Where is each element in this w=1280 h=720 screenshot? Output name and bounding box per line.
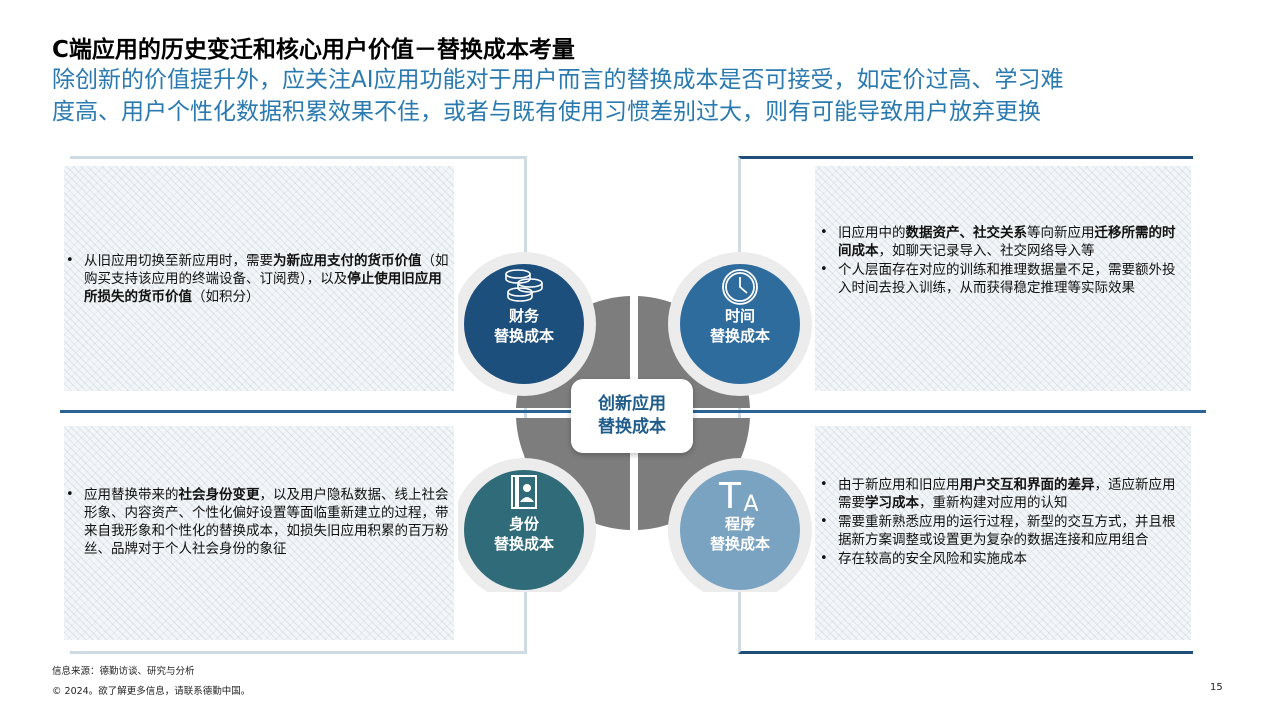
page-number: 15 [1210, 682, 1223, 693]
bullet-item: 个人层面存在对应的训练和推理数据量不足，需要额外投入时间去投入训练，从而获得稳定… [818, 261, 1180, 297]
bullet-item: 需要重新熟悉应用的运行过程，新型的交互方式，并且根据新方案调整或设置更为复杂的数… [818, 513, 1182, 549]
text-segment: ，如聊天记录导入、社交网络导入等 [878, 243, 1095, 259]
bullet-item: 应用替换带来的社会身份变更，以及用户隐私数据、线上社会形象、内容资产、个性化偏好… [64, 486, 450, 558]
bold-segment: 学习成本 [865, 495, 919, 511]
label-procedure-line2: 替换成本 [709, 535, 770, 553]
financial-text: 从旧应用切换至新应用时，需要为新应用支付的货币价值（如购买支持该应用的终端设备、… [64, 252, 450, 307]
identity-bullets: 应用替换带来的社会身份变更，以及用户隐私数据、线上社会形象、内容资产、个性化偏好… [64, 486, 450, 558]
label-financial-line2: 替换成本 [493, 327, 554, 345]
label-time-line1: 时间 [724, 307, 755, 325]
circle-time [680, 264, 800, 384]
bold-segment: 迁移所需的时间成本 [838, 225, 1176, 259]
coins-icon [505, 269, 543, 302]
label-identity: 身份 替换成本 [469, 514, 579, 554]
text-segment: 旧应用中的 [838, 225, 906, 241]
bullet-item: 由于新应用和旧应用用户交互和界面的差异，适应新应用需要学习成本，重新构建对应用的… [818, 476, 1182, 512]
identity-text: 应用替换带来的社会身份变更，以及用户隐私数据、线上社会形象、内容资产、个性化偏好… [64, 486, 450, 559]
page-title: C端应用的历史变迁和核心用户价值－替换成本考量 [52, 37, 575, 63]
text-segment: 需要重新熟悉应用的运行过程，新型的交互方式，并且根据新方案调整或设置更为复杂的数… [838, 514, 1176, 548]
text-segment: 从旧应用切换至新应用时，需要 [84, 253, 273, 269]
text-segment: 应用替换带来的 [84, 487, 179, 503]
circle-financial [464, 264, 584, 384]
clock-icon [722, 269, 758, 305]
label-time: 时间 替换成本 [685, 306, 795, 346]
bullet-item: 从旧应用切换至新应用时，需要为新应用支付的货币价值（如购买支持该应用的终端设备、… [64, 252, 450, 306]
text-segment: 存在较高的安全风险和实施成本 [838, 551, 1027, 567]
page-subtitle: 除创新的价值提升外，应关注AI应用功能对于用户而言的替换成本是否可接受，如定价过… [52, 64, 1242, 128]
text-segment: 由于新应用和旧应用 [838, 477, 960, 493]
center-label-line1: 创新应用 [598, 394, 666, 414]
text-segment: ，重新构建对应用的认知 [919, 495, 1068, 511]
bold-segment: 数据资产、社交关系 [905, 225, 1028, 241]
label-financial: 财务 替换成本 [469, 306, 579, 346]
subtitle-line-2: 度高、用户个性化数据积累效果不佳，或者与既有使用习惯差别过大，则有可能导致用户放… [52, 99, 1041, 125]
center-label-box: 创新应用 替换成本 [571, 379, 693, 453]
label-identity-line2: 替换成本 [493, 535, 554, 553]
bold-segment: 社会身份变更 [178, 487, 260, 503]
label-financial-line1: 财务 [508, 307, 539, 325]
bullet-item: 存在较高的安全风险和实施成本 [818, 550, 1182, 568]
bullet-item: 旧应用中的数据资产、社交关系等向新应用迁移所需的时间成本，如聊天记录导入、社交网… [818, 224, 1180, 260]
source-note: 信息来源：德勤访谈、研究与分析 [52, 666, 195, 677]
label-time-line2: 替换成本 [709, 327, 770, 345]
bold-segment: 为新应用支付的货币价值 [273, 253, 422, 269]
time-text: 旧应用中的数据资产、社交关系等向新应用迁移所需的时间成本，如聊天记录导入、社交网… [818, 224, 1180, 298]
id-card-icon [511, 475, 537, 509]
time-bullets: 旧应用中的数据资产、社交关系等向新应用迁移所需的时间成本，如聊天记录导入、社交网… [818, 224, 1180, 297]
text-segment: （如购买支持该应用的终端设备、订阅费），以及 [84, 253, 449, 287]
circle-procedure [680, 470, 800, 590]
financial-bullets: 从旧应用切换至新应用时，需要为新应用支付的货币价值（如购买支持该应用的终端设备、… [64, 252, 450, 306]
text-segment: ，以及用户隐私数据、线上社会形象、内容资产、个性化偏好设置等面临重新建立的过程，… [84, 487, 449, 557]
circle-identity [464, 470, 584, 590]
label-identity-line1: 身份 [508, 515, 539, 533]
label-procedure-line1: 程序 [724, 515, 755, 533]
procedure-text: 由于新应用和旧应用用户交互和界面的差异，适应新应用需要学习成本，重新构建对应用的… [818, 476, 1182, 569]
text-segment: 等向新应用 [1027, 225, 1095, 241]
text-ta-icon: T A [718, 476, 759, 517]
label-procedure: 程序 替换成本 [685, 514, 795, 554]
text-segment: （如积分） [192, 289, 260, 305]
svg-text:A: A [743, 492, 758, 517]
text-segment: 个人层面存在对应的训练和推理数据量不足，需要额外投入时间去投入训练，从而获得稳定… [838, 262, 1176, 296]
svg-text:T: T [718, 476, 742, 517]
bold-segment: 停止使用旧应用所损失的货币价值 [84, 271, 442, 305]
subtitle-line-1: 除创新的价值提升外，应关注AI应用功能对于用户而言的替换成本是否可接受，如定价过… [52, 67, 1064, 93]
center-label-line2: 替换成本 [598, 417, 666, 437]
bold-segment: 用户交互和界面的差异 [959, 477, 1095, 493]
copyright-note: © 2024。欲了解更多信息，请联系德勤中国。 [52, 686, 251, 697]
text-segment: ，适应新应用需要 [838, 477, 1176, 511]
procedure-bullets: 由于新应用和旧应用用户交互和界面的差异，适应新应用需要学习成本，重新构建对应用的… [818, 476, 1182, 568]
